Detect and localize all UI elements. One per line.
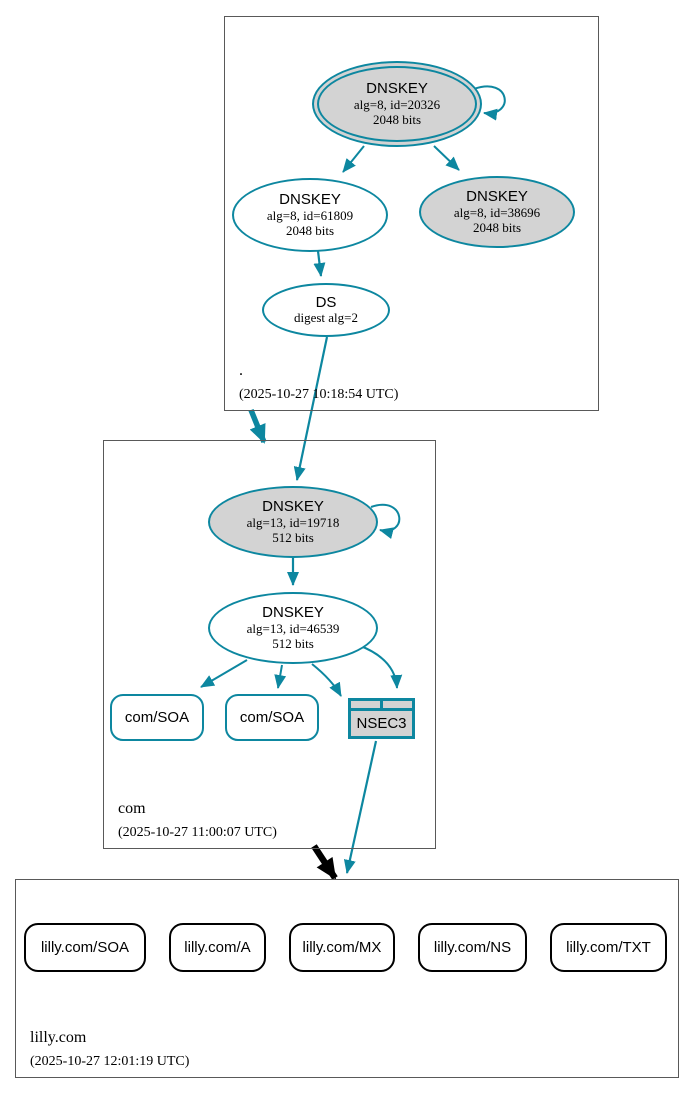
nsec3-cell-right — [383, 701, 412, 708]
node-title: DS — [315, 293, 337, 311]
edge-com-zsk-to-soa1 — [200, 659, 248, 688]
zone-box-lilly: lilly.com (2025-10-27 12:01:19 UTC) — [15, 879, 679, 1078]
zone-timestamp-root: (2025-10-27 10:18:54 UTC) — [239, 387, 399, 402]
edge-root-ksk-to-zsk — [342, 145, 365, 173]
node-bits: 2048 bits — [472, 219, 522, 235]
rrset-label: lilly.com/TXT — [566, 939, 651, 956]
node-title: DNSKEY — [279, 191, 341, 209]
node-detail: alg=8, id=61809 — [266, 207, 354, 223]
node-com-nsec3: NSEC3 — [348, 698, 415, 739]
edge-com-zsk-to-soa2 — [274, 664, 287, 689]
zone-name-com: com — [118, 800, 146, 817]
node-lilly-ns: lilly.com/NS — [418, 923, 527, 972]
nsec3-label: NSEC3 — [351, 711, 412, 736]
edge-root-zsk-to-ds — [313, 250, 326, 277]
node-bits: 2048 bits — [285, 222, 335, 238]
node-title: DNSKEY — [262, 604, 324, 622]
node-root-dnskey-zsk: DNSKEY alg=8, id=61809 2048 bits — [232, 178, 388, 252]
node-com-soa-2: com/SOA — [225, 694, 319, 741]
rrset-label: lilly.com/MX — [302, 939, 382, 956]
node-lilly-txt: lilly.com/TXT — [550, 923, 667, 972]
zone-box-root: . (2025-10-27 10:18:54 UTC) — [224, 16, 599, 411]
rrset-label: lilly.com/NS — [433, 939, 512, 956]
node-lilly-a: lilly.com/A — [169, 923, 266, 972]
zone-box-com: com (2025-10-27 11:00:07 UTC) — [103, 440, 436, 849]
node-com-soa-1: com/SOA — [110, 694, 204, 741]
node-bits: 2048 bits — [372, 111, 422, 127]
edge-delegation-root-to-com — [248, 408, 267, 444]
node-bits: 512 bits — [272, 635, 314, 651]
edge-root-ksk-to-key38696 — [433, 145, 460, 171]
edge-delegation-com-to-lilly — [311, 844, 338, 880]
node-title: DNSKEY — [366, 80, 428, 98]
nsec3-cell-left — [351, 701, 380, 708]
rrset-label: lilly.com/SOA — [40, 939, 130, 956]
edge-nsec3-to-lilly — [343, 740, 378, 874]
node-title: DNSKEY — [262, 498, 324, 516]
node-lilly-mx: lilly.com/MX — [289, 923, 395, 972]
rrset-label: lilly.com/A — [184, 939, 251, 956]
zone-timestamp-lilly: (2025-10-27 12:01:19 UTC) — [30, 1054, 190, 1069]
zone-name-root: . — [239, 362, 243, 379]
node-com-dnskey-zsk: DNSKEY alg=13, id=46539 512 bits — [208, 592, 378, 664]
node-lilly-soa: lilly.com/SOA — [24, 923, 146, 972]
node-root-dnskey-ksk: DNSKEY alg=8, id=20326 2048 bits — [312, 61, 482, 147]
edge-root-ksk-selfloop — [473, 85, 506, 121]
node-detail: digest alg=2 — [293, 310, 359, 326]
node-detail: alg=8, id=20326 — [353, 96, 441, 112]
edge-ds-to-com-ksk — [293, 336, 329, 481]
node-detail: alg=13, id=46539 — [246, 620, 340, 636]
node-title: DNSKEY — [466, 188, 528, 206]
node-detail: alg=13, id=19718 — [246, 514, 340, 530]
rrset-label: com/SOA — [124, 709, 190, 726]
node-bits: 512 bits — [272, 529, 314, 545]
edge-com-ksk-selfloop — [370, 503, 401, 539]
node-com-dnskey-ksk: DNSKEY alg=13, id=19718 512 bits — [208, 486, 378, 558]
rrset-label: com/SOA — [239, 709, 305, 726]
node-root-dnskey-38696: DNSKEY alg=8, id=38696 2048 bits — [419, 176, 575, 248]
edge-com-zsk-to-nsec3-left — [311, 663, 342, 697]
node-detail: alg=8, id=38696 — [453, 204, 541, 220]
edge-com-zsk-to-nsec3-right — [357, 644, 403, 689]
node-root-ds: DS digest alg=2 — [262, 283, 390, 337]
zone-timestamp-com: (2025-10-27 11:00:07 UTC) — [118, 825, 277, 840]
zone-name-lilly: lilly.com — [30, 1029, 87, 1046]
